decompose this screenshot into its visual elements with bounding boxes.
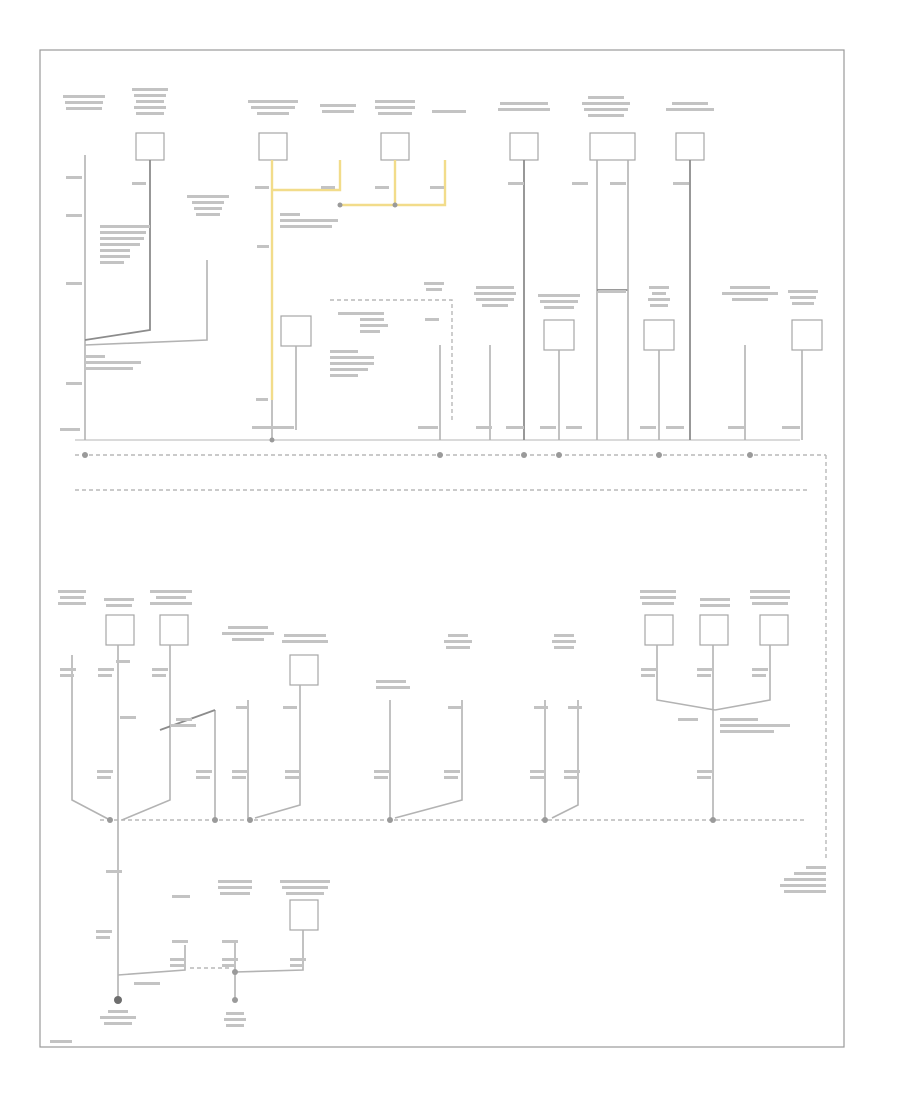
upper-wires [84, 155, 803, 440]
component-rear-compartment-mid [699, 614, 729, 646]
component-rear-side-speaker [289, 654, 319, 686]
ground-point-main [114, 996, 122, 1004]
splice-node [387, 817, 393, 823]
component-convenience-center [258, 132, 288, 161]
splice-node [747, 452, 753, 458]
upper-label-marks [60, 88, 818, 431]
splice-node [82, 452, 88, 458]
component-rear-compartment-left [644, 614, 674, 646]
component-boxes-lower [105, 614, 789, 931]
splice-node [656, 452, 662, 458]
splice-node [232, 969, 238, 975]
splice-node [556, 452, 562, 458]
component-instrument-cluster [543, 319, 575, 351]
lower-section [50, 590, 826, 1043]
splice-node [247, 817, 253, 823]
component-radio [643, 319, 675, 351]
component-left-front-speaker-b [159, 614, 189, 646]
component-left-speaker [105, 614, 135, 646]
lower-splice-nodes [107, 817, 716, 1004]
component-front-speaker-left [509, 132, 539, 161]
component-hazard-switch [280, 315, 312, 347]
component-rear-compartment-right [759, 614, 789, 646]
upper-section [60, 88, 827, 860]
lower-label-marks [50, 590, 826, 1043]
component-rear-speaker [675, 132, 705, 161]
splice-node [542, 817, 548, 823]
upper-splice-nodes [82, 202, 753, 458]
component-light-switch [380, 132, 410, 161]
splice-node [710, 817, 716, 823]
component-boxes-upper [135, 132, 823, 351]
splice-node [269, 437, 275, 443]
component-passenger-door-switch [791, 319, 823, 351]
component-climate-module [589, 132, 636, 161]
diagram-frame [39, 49, 845, 1048]
component-body-control-module [135, 132, 165, 161]
splice-node [212, 817, 218, 823]
splice-node [337, 202, 343, 208]
splice-node [107, 817, 113, 823]
splice-node [521, 452, 527, 458]
component-trunk-lamp [289, 899, 319, 931]
splice-node [392, 202, 398, 208]
lower-wires [71, 645, 771, 1000]
splice-node [437, 452, 443, 458]
ground-point-trunk [232, 997, 238, 1003]
